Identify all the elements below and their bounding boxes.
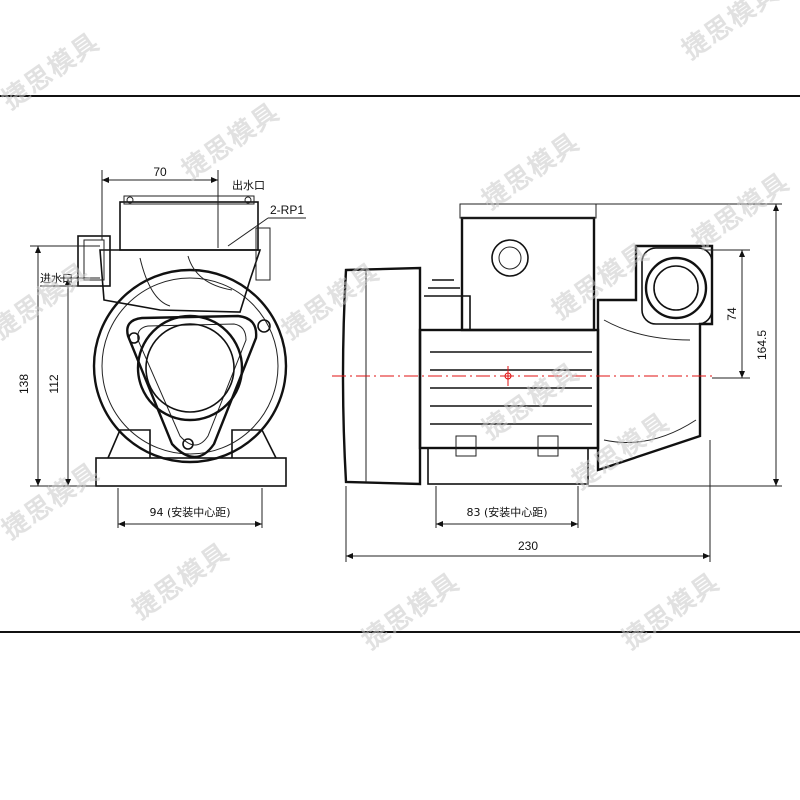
svg-text:捷思模具: 捷思模具: [547, 237, 656, 326]
side-fan-cover: [341, 266, 422, 486]
svg-text:捷思模具: 捷思模具: [177, 97, 286, 186]
dim-side-length-total: 230: [518, 539, 538, 553]
watermark-layer: 捷思模具 捷思模具 捷思模具 捷思模具 捷思模具 捷思模具 捷思模具 捷思模具 …: [0, 0, 796, 656]
dim-side-port-offset: 74: [725, 307, 739, 321]
side-dimensions: 74 164.5 83 (安装中心距) 230: [345, 203, 782, 562]
svg-text:捷思模具: 捷思模具: [677, 0, 786, 66]
dim-side-mount-center: 83 (安装中心距): [466, 505, 547, 519]
svg-text:捷思模具: 捷思模具: [0, 457, 106, 546]
front-impeller-eye: [136, 314, 244, 422]
front-view: [77, 195, 288, 487]
label-outlet: 出水口: [232, 178, 265, 192]
label-inlet: 进水口: [40, 272, 73, 285]
svg-text:捷思模具: 捷思模具: [567, 407, 676, 496]
svg-text:捷思模具: 捷思模具: [0, 27, 106, 116]
svg-text:捷思模具: 捷思模具: [477, 127, 586, 216]
side-pump-head: [596, 244, 714, 472]
front-dimensions: 70 出水口 2-RP1 进水口 138 112 94 (安装中心距): [17, 165, 306, 528]
label-port-thread: 2-RP1: [270, 203, 304, 217]
front-upper-body: [99, 249, 262, 313]
svg-text:捷思模具: 捷思模具: [617, 567, 726, 656]
dim-front-outlet-offset: 70: [153, 165, 167, 179]
svg-text:捷思模具: 捷思模具: [127, 537, 236, 626]
svg-text:捷思模具: 捷思模具: [277, 257, 386, 346]
svg-text:捷思模具: 捷思模具: [357, 567, 466, 656]
side-view: [341, 203, 714, 486]
dim-side-height-total: 164.5: [755, 330, 769, 360]
dim-front-mount-center: 94 (安装中心距): [149, 505, 230, 519]
dim-front-height-inlet: 112: [47, 374, 61, 393]
front-terminal-box: [119, 201, 259, 251]
side-base: [427, 447, 589, 485]
svg-text:捷思模具: 捷思模具: [0, 257, 96, 346]
side-port: [644, 256, 708, 320]
svg-text:捷思模具: 捷思模具: [687, 167, 796, 256]
front-base: [95, 457, 287, 487]
front-volute: [126, 314, 258, 459]
front-motor-ring: [92, 268, 288, 464]
dim-front-height-total: 138: [17, 374, 31, 394]
